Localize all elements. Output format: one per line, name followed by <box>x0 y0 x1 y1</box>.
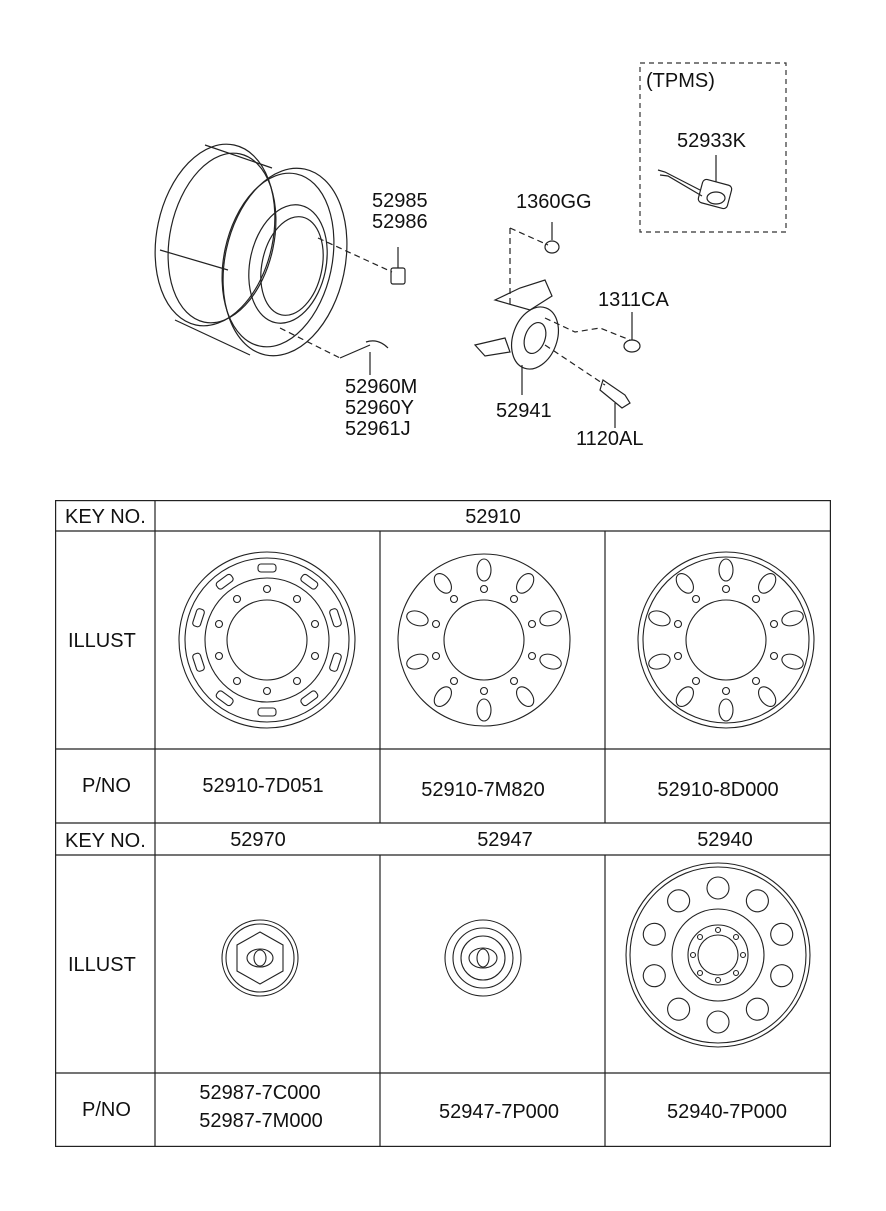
callout-1311ca: 1311CA <box>598 289 669 311</box>
callout-52986: 52986 <box>372 211 428 233</box>
pno-52910-7d051: 52910-7D051 <box>202 775 324 797</box>
table-grid <box>55 500 831 1147</box>
pno-52910-7m820: 52910-7M820 <box>421 779 545 801</box>
callout-1360gg: 1360GG <box>516 191 592 213</box>
pno-52947-7p000: 52947-7P000 <box>438 1101 560 1123</box>
hub-cap-illust-52947 <box>444 919 522 997</box>
key-52940: 52940 <box>697 829 753 851</box>
wheel-illust-8d000 <box>637 551 815 729</box>
key-52947: 52947 <box>477 829 533 851</box>
key-no-label-2: KEY NO. <box>65 830 146 852</box>
key-52970: 52970 <box>230 829 286 851</box>
illust-label-1: ILLUST <box>68 630 136 652</box>
pno-52910-8d000: 52910-8D000 <box>657 779 779 801</box>
wheel-rim-drawing <box>154 143 348 357</box>
balance-weight-drawing <box>279 327 389 375</box>
exploded-parts-diagram <box>154 62 787 428</box>
callout-52961j: 52961J <box>345 418 411 440</box>
illust-label-2: ILLUST <box>68 954 136 976</box>
wheel-illust-7d051 <box>178 551 356 729</box>
callout-52933k: 52933K <box>677 130 746 152</box>
wheel-cover-illust-52940 <box>625 862 811 1048</box>
callout-52985: 52985 <box>372 190 428 212</box>
parts-table: KEY NO. ILLUST P/NO KEY NO. ILLUST P/NO … <box>55 500 831 1147</box>
key-52910: 52910 <box>465 506 521 528</box>
callout-52960m: 52960M <box>345 376 418 398</box>
key-no-label-1: KEY NO. <box>65 506 146 528</box>
pno-label-2: P/NO <box>82 1099 131 1121</box>
pno-52940-7p000: 52940-7P000 <box>666 1101 788 1123</box>
wheel-nut-drawing <box>317 237 406 285</box>
bolt-1120al-drawing <box>544 344 631 428</box>
tpms-label: (TPMS) <box>646 70 715 92</box>
callout-1120al: 1120AL <box>576 428 644 450</box>
pno-52987-7c000: 52987-7C000 <box>199 1082 321 1104</box>
tpms-sensor-drawing <box>657 155 733 210</box>
hub-cap-illust-52970 <box>221 919 299 997</box>
callout-52941: 52941 <box>496 400 552 422</box>
pno-label-1: P/NO <box>82 775 131 797</box>
pno-52987-7m000: 52987-7M000 <box>199 1110 323 1132</box>
tpms-box <box>639 62 787 233</box>
nut-1360gg-drawing <box>544 222 560 254</box>
spare-carrier-drawing <box>473 227 559 395</box>
callout-52960y: 52960Y <box>345 397 414 419</box>
wheel-illust-7m820 <box>397 553 571 727</box>
nut-1311ca-drawing <box>544 312 641 353</box>
